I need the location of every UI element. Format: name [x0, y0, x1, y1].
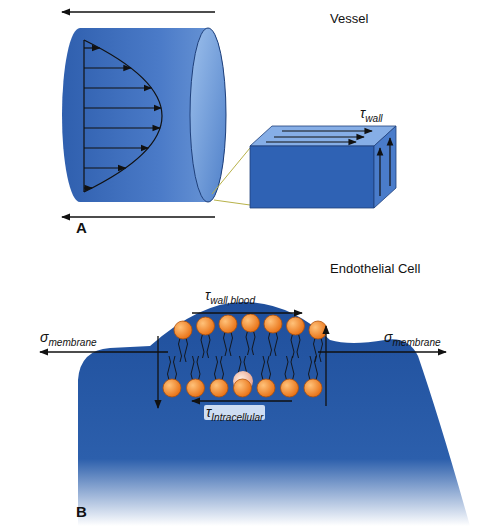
- lipid-tail: [246, 331, 249, 355]
- lipid-tail: [201, 334, 204, 358]
- velocity-arrow: [84, 187, 92, 188]
- lipid-tail: [309, 356, 312, 380]
- lipid-head: [309, 321, 327, 339]
- stress-symbol: σmembrane: [40, 330, 97, 345]
- lipid-tail: [252, 331, 255, 355]
- lipid-tail: [174, 356, 177, 380]
- lipid-tail: [297, 334, 300, 358]
- panel-letter: A: [76, 220, 87, 237]
- lipid-tail: [291, 356, 294, 380]
- lipid-tail: [269, 332, 272, 356]
- velocity-arrow: [84, 127, 160, 128]
- lipid-head: [163, 379, 181, 397]
- panel-letter: B: [76, 504, 87, 521]
- vessel-drawing: [62, 12, 396, 217]
- lipid-tail: [179, 338, 182, 362]
- lipid-tail: [197, 356, 200, 380]
- lipid-tail: [221, 356, 224, 380]
- lipid-tail: [168, 356, 171, 380]
- stress-symbol: τwall: [360, 106, 383, 121]
- lipid-head: [187, 379, 205, 397]
- lipid-head: [281, 379, 299, 397]
- lipid-head: [242, 314, 260, 332]
- lipid-tail: [224, 332, 227, 356]
- lipid-tail: [185, 338, 188, 362]
- lipid-tail: [207, 334, 210, 358]
- lipid-head: [219, 315, 237, 333]
- velocity-arrow: [84, 87, 151, 88]
- lipid-tail: [275, 332, 278, 356]
- lipid-tail: [230, 332, 233, 356]
- lipid-head: [210, 379, 228, 397]
- lipid-tail: [262, 356, 265, 380]
- velocity-arrow: [84, 47, 100, 48]
- stress-symbol: τIntracellular: [204, 405, 265, 420]
- lipid-tail: [215, 356, 218, 380]
- lipid-tail: [320, 338, 323, 362]
- velocity-arrow: [84, 67, 131, 68]
- stress-symbol: τwall,blood: [205, 288, 255, 303]
- velocity-arrow: [84, 167, 125, 168]
- lipid-tail: [315, 356, 318, 380]
- lipid-tail: [291, 334, 294, 358]
- lipid-head: [257, 379, 275, 397]
- lipid-tail: [268, 356, 271, 380]
- panel-title: Endothelial Cell: [330, 262, 420, 276]
- velocity-arrow: [84, 107, 161, 108]
- lipid-head: [264, 315, 282, 333]
- endothelial-cell-drawing: [40, 302, 470, 526]
- lipid-head: [304, 379, 322, 397]
- stress-symbol: σmembrane: [384, 330, 441, 345]
- lipid-tail: [285, 356, 288, 380]
- panel-title: Vessel: [330, 12, 368, 26]
- lipid-head: [197, 317, 215, 335]
- velocity-arrow: [84, 147, 148, 148]
- lipid-head: [174, 321, 192, 339]
- lipid-tail: [191, 356, 194, 380]
- lipid-head: [234, 379, 252, 397]
- lipid-head: [287, 317, 305, 335]
